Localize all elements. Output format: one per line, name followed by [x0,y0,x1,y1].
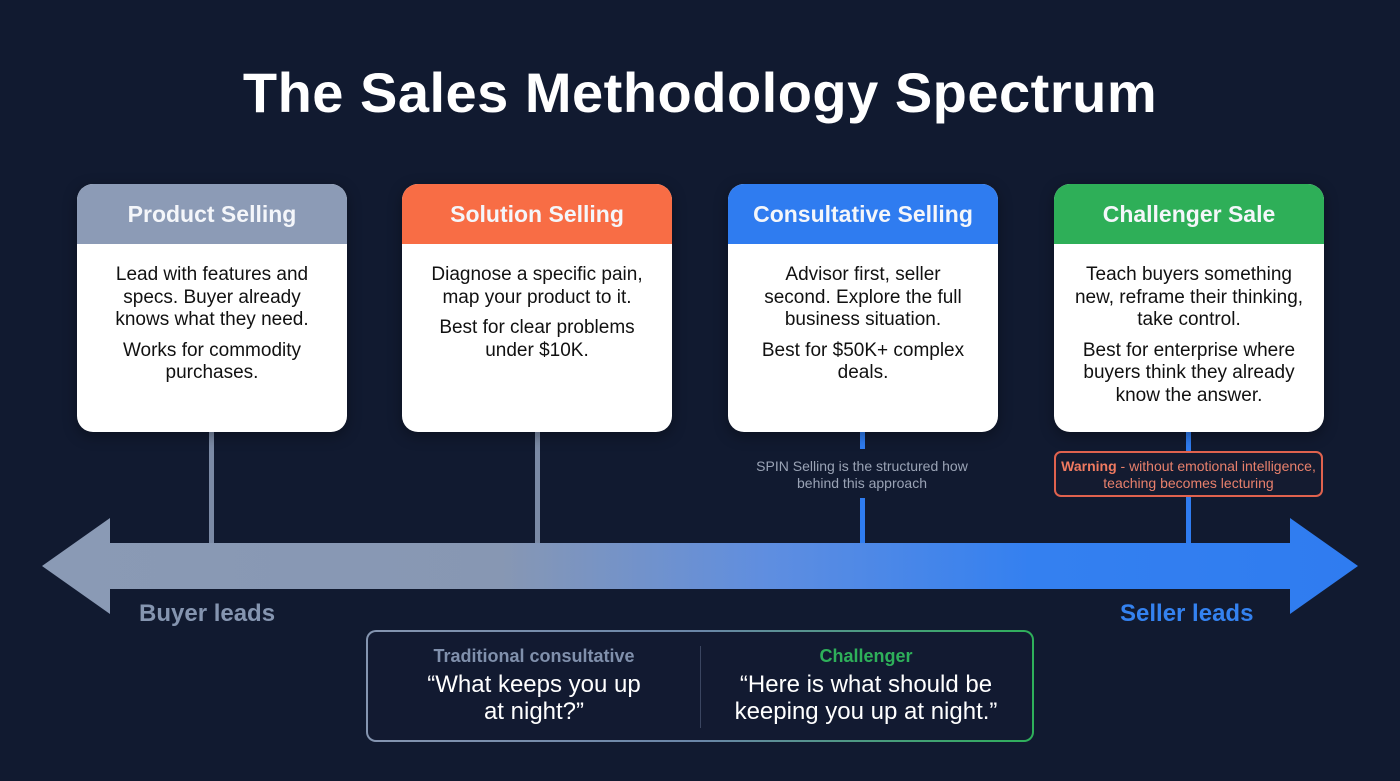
warning-label: Warning [1061,458,1117,474]
seller-leads-label: Seller leads [1120,600,1254,627]
consultative-stem-top [860,432,865,449]
buyer-leads-label: Buyer leads [139,600,276,627]
comparison-box: Traditional consultative “What keeps you… [366,630,1034,742]
traditional-heading: Traditional consultative [433,646,635,666]
challenger-quote: “Here is what should be keeping you up a… [734,671,998,725]
card-challenger-sale: Challenger Sale Teach buyers something n… [1054,184,1324,432]
challenger-stem-top [1186,432,1191,451]
card-use-case: Best for enterprise where buyers think t… [1082,339,1296,406]
challenger-column: Challenger “Here is what should be keepi… [700,632,1032,740]
card-use-case: Best for $50K+ complex deals. [761,339,965,384]
card-body: Teach buyers something new, reframe thei… [1054,244,1324,407]
card-body: Lead with features and specs. Buyer alre… [77,244,347,385]
card-header: Consultative Selling [728,184,998,244]
card-header: Challenger Sale [1054,184,1324,244]
comparison-divider [700,646,701,728]
traditional-column: Traditional consultative “What keeps you… [368,632,700,740]
solution-stem [535,432,540,543]
card-header: Solution Selling [402,184,672,244]
consultative-stem-bottom [860,498,865,543]
traditional-quote: “What keeps you up at night?” [427,671,641,725]
card-description: Teach buyers something new, reframe thei… [1074,264,1304,330]
card-consultative-selling: Consultative Selling Advisor first, sell… [728,184,998,432]
spin-selling-note: SPIN Selling is the structured how behin… [756,458,968,491]
card-description: Advisor first, seller second. Explore th… [764,264,962,330]
card-product-selling: Product Selling Lead with features and s… [77,184,347,432]
card-use-case: Best for clear problems under $10K. [439,317,635,361]
challenger-stem-bottom [1186,497,1191,543]
card-description: Diagnose a specific pain, map your produ… [431,264,643,308]
warning-text: - without emotional intelligence, teachi… [1103,458,1316,491]
card-body: Diagnose a specific pain, map your produ… [402,244,672,362]
card-use-case: Works for commodity purchases. [122,339,302,384]
card-solution-selling: Solution Selling Diagnose a specific pai… [402,184,672,432]
card-body: Advisor first, seller second. Explore th… [728,244,998,385]
product-stem [209,432,214,543]
warning-callout: Warning - without emotional intelligence… [1054,451,1323,497]
challenger-heading: Challenger [819,646,913,666]
card-header: Product Selling [77,184,347,244]
card-description: Lead with features and specs. Buyer alre… [115,264,309,330]
page-title: The Sales Methodology Spectrum [242,61,1158,124]
